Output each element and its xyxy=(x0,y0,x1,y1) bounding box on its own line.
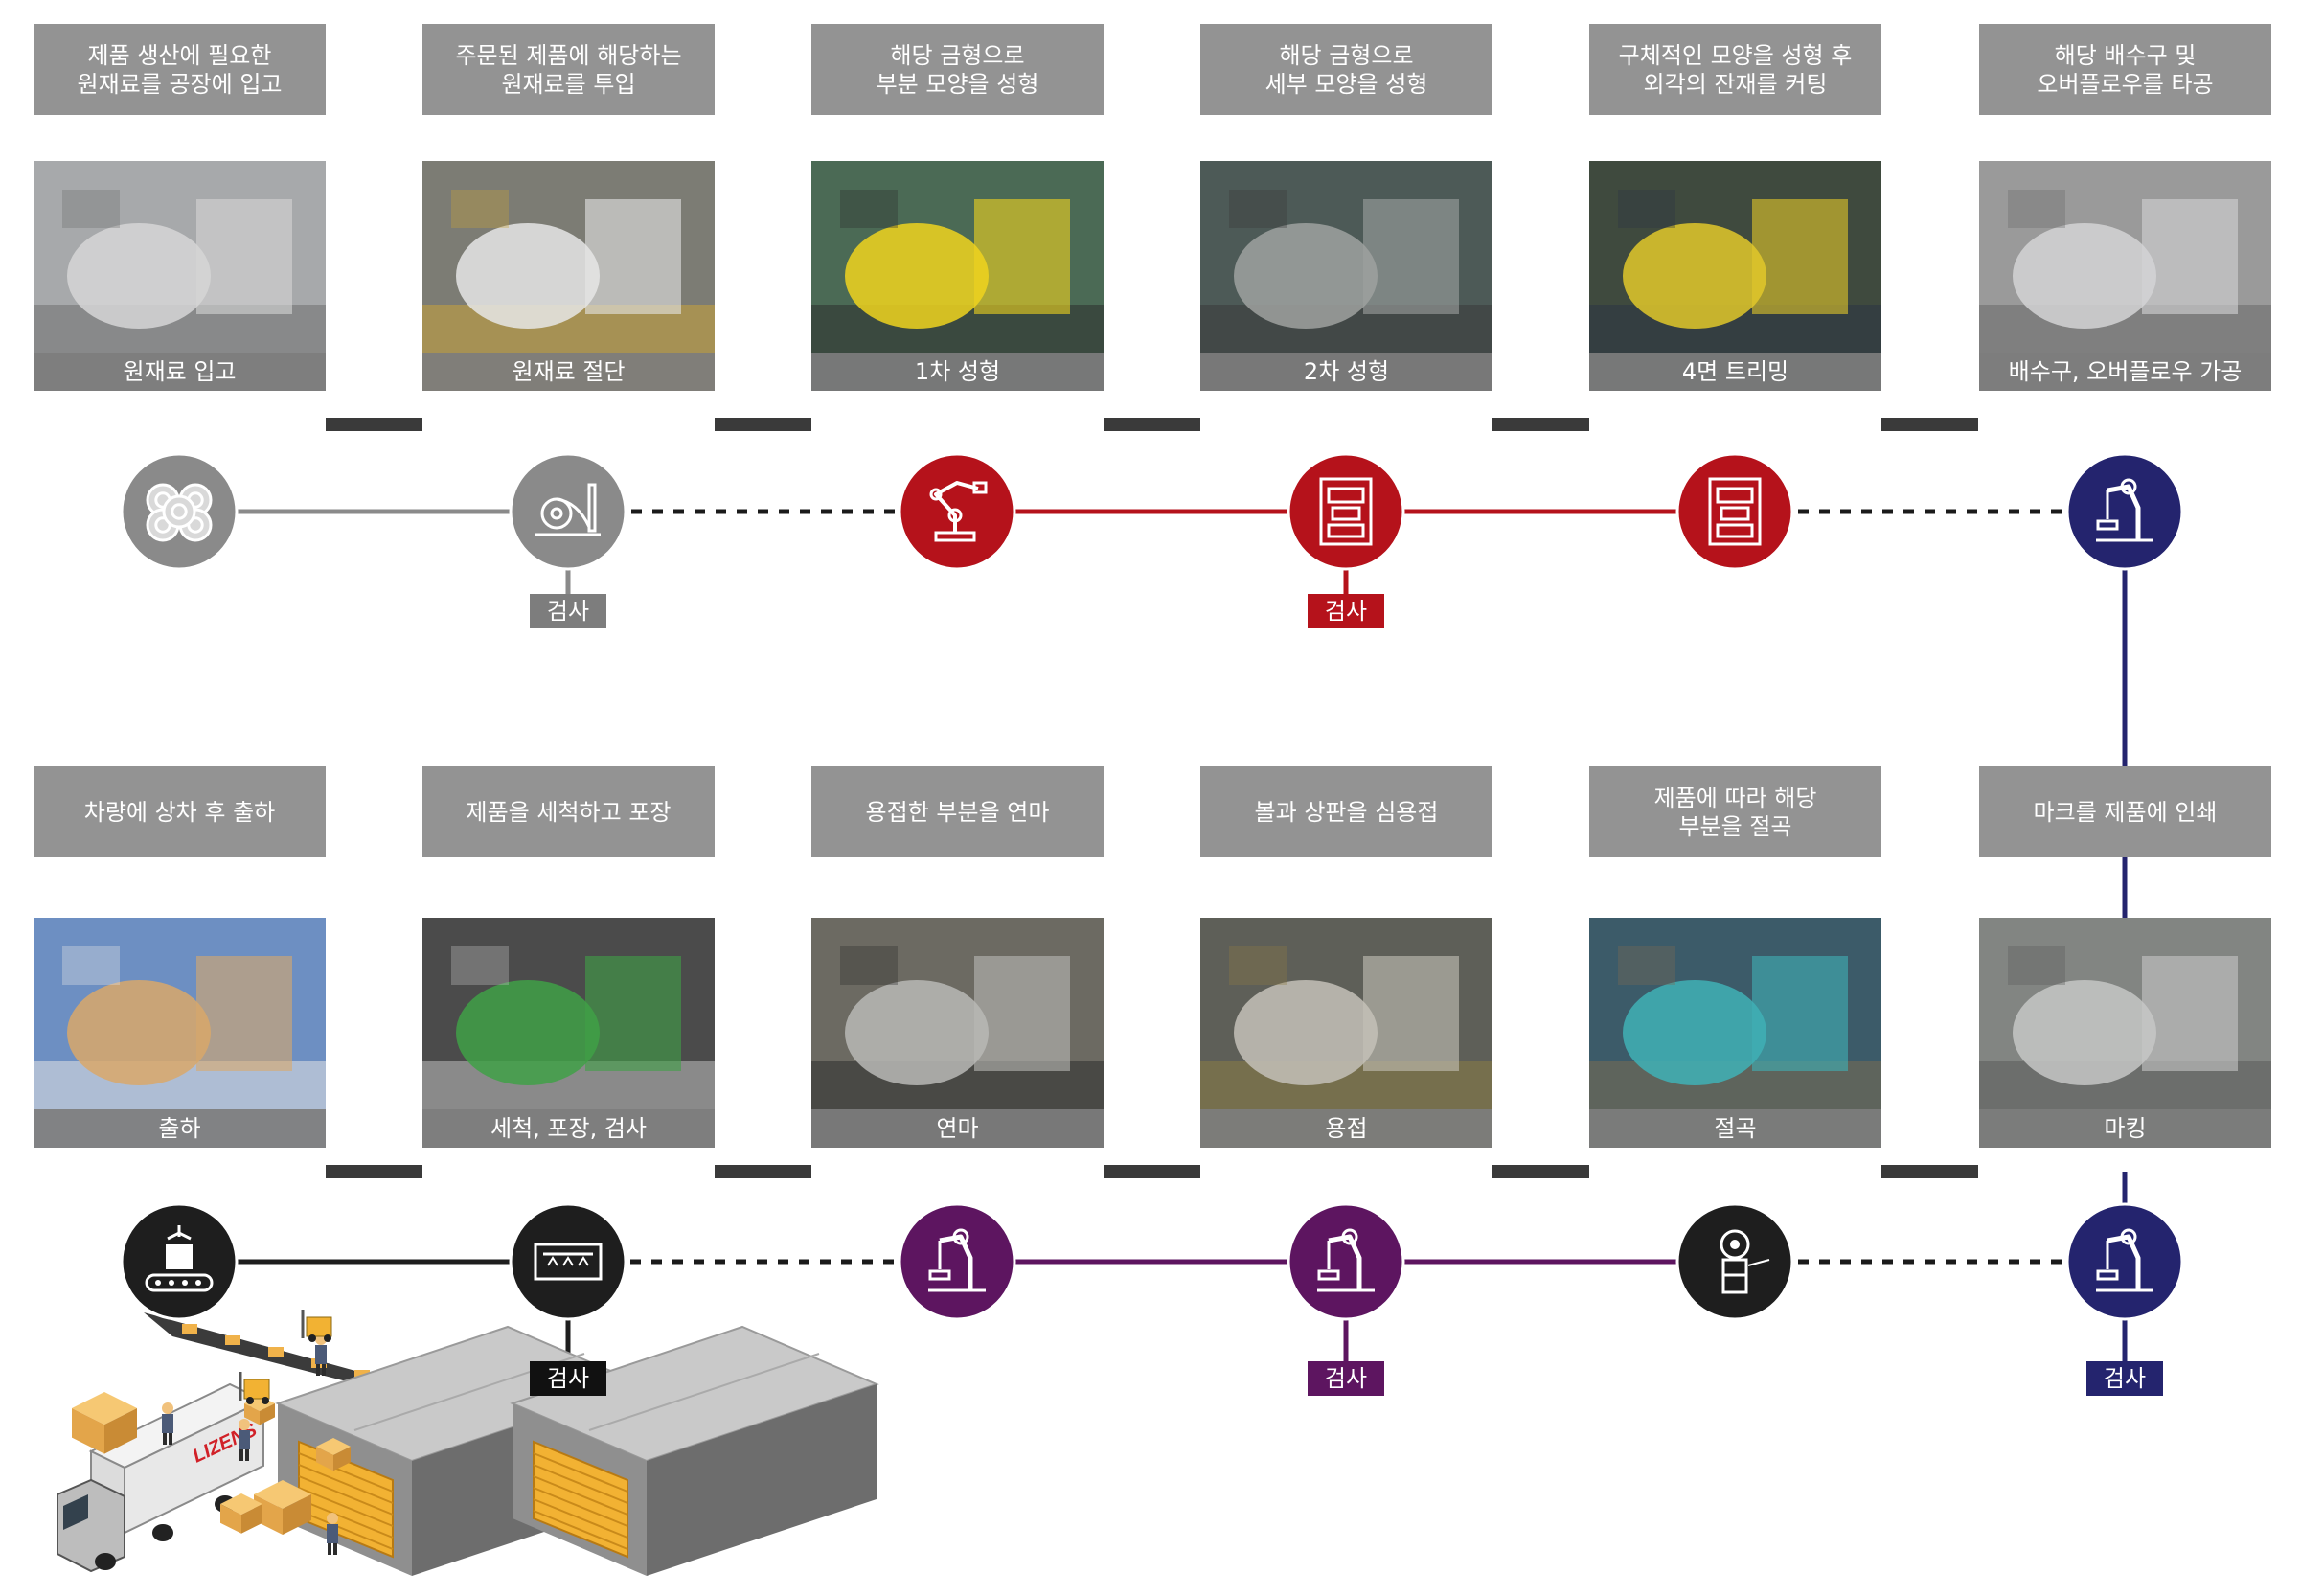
step-description: 차량에 상차 후 출하 xyxy=(34,766,326,857)
step-photo: 원재료 입고 xyxy=(34,161,326,391)
inspection-label: 검사 xyxy=(1308,594,1384,628)
step-caption: 출하 xyxy=(34,1109,326,1148)
step-photo: 출하 xyxy=(34,918,326,1148)
step-photo: 4면 트리밍 xyxy=(1589,161,1881,391)
process-node xyxy=(509,452,627,571)
robot-arm-icon xyxy=(929,481,988,542)
photo-illustration xyxy=(1979,161,2271,391)
step-description: 제품에 따라 해당 부분을 절곡 xyxy=(1589,766,1881,857)
process-node xyxy=(120,1202,239,1321)
photo-connector-band xyxy=(326,1165,422,1178)
step-caption: 용접 xyxy=(1200,1109,1492,1148)
worker-figure xyxy=(327,1513,338,1555)
process-nodes xyxy=(120,452,2184,1321)
step-photo: 2차 성형 xyxy=(1200,161,1492,391)
photo-connector-band xyxy=(1104,418,1200,431)
step-caption: 2차 성형 xyxy=(1200,353,1492,391)
step-description: 용접한 부분을 연마 xyxy=(811,766,1104,857)
step-description: 구체적인 모양을 성형 후 외각의 잔재를 커팅 xyxy=(1589,24,1881,115)
process-node xyxy=(120,452,239,571)
welding-robot-icon xyxy=(1317,1228,1375,1292)
conveyor-box-icon xyxy=(145,1225,214,1292)
bending-machine-icon xyxy=(1720,1229,1770,1294)
process-node xyxy=(1675,452,1794,571)
photo-connector-band xyxy=(1492,418,1589,431)
step-photo: 마킹 xyxy=(1979,918,2271,1148)
step-photo: 용접 xyxy=(1200,918,1492,1148)
step-caption: 원재료 절단 xyxy=(422,353,715,391)
step-photo: 배수구, 오버플로우 가공 xyxy=(1979,161,2271,391)
process-node xyxy=(2065,1202,2184,1321)
photo-connector-band xyxy=(1881,418,1978,431)
step-description: 해당 금형으로 부분 모양을 성형 xyxy=(811,24,1104,115)
delivery-truck: LIZENS xyxy=(57,1382,266,1573)
warehouse-illustration: LIZENS xyxy=(57,1310,879,1576)
polishing-robot-icon xyxy=(928,1228,986,1292)
worker-figure xyxy=(239,1419,250,1461)
step-photo: 연마 xyxy=(811,918,1104,1148)
photo-connector-band xyxy=(326,418,422,431)
photo-connector-band xyxy=(1881,1165,1978,1178)
step-description: 주문된 제품에 해당하는 원재료를 투입 xyxy=(422,24,715,115)
photo-connector-band xyxy=(1492,1165,1589,1178)
step-description: 마크를 제품에 인쇄 xyxy=(1979,766,2271,857)
process-node xyxy=(2065,452,2184,571)
conveyor-box xyxy=(182,1324,197,1334)
step-caption: 4면 트리밍 xyxy=(1589,353,1881,391)
step-photo: 1차 성형 xyxy=(811,161,1104,391)
step-photo: 절곡 xyxy=(1589,918,1881,1148)
step-photo: 세척, 포장, 검사 xyxy=(422,918,715,1148)
inspection-label: 검사 xyxy=(530,1361,606,1396)
step-description: 해당 배수구 및 오버플로우를 타공 xyxy=(1979,24,2271,115)
drill-robot-icon xyxy=(2096,478,2153,542)
process-node xyxy=(1675,1202,1794,1321)
step-caption: 절곡 xyxy=(1589,1109,1881,1148)
process-node xyxy=(1287,452,1405,571)
cargo-boxes xyxy=(72,1392,351,1535)
forklift xyxy=(301,1310,332,1342)
step-caption: 마킹 xyxy=(1979,1109,2271,1148)
flow-lines xyxy=(179,418,2128,1361)
inspection-label: 검사 xyxy=(530,594,606,628)
worker-figure xyxy=(162,1402,173,1445)
photo-connector-band xyxy=(715,418,811,431)
step-caption: 세척, 포장, 검사 xyxy=(422,1109,715,1148)
press-machine-icon xyxy=(1319,477,1373,546)
step-photo: 원재료 절단 xyxy=(422,161,715,391)
step-description: 볼과 상판을 심용접 xyxy=(1200,766,1492,857)
photo-connector-band xyxy=(715,1165,811,1178)
process-node xyxy=(898,452,1016,571)
conveyor-box xyxy=(268,1347,284,1357)
process-node xyxy=(509,1202,627,1321)
step-caption: 배수구, 오버플로우 가공 xyxy=(1979,353,2271,391)
step-description: 제품 생산에 필요한 원재료를 공장에 입고 xyxy=(34,24,326,115)
conveyor-box xyxy=(225,1335,240,1345)
marking-robot-icon xyxy=(2096,1228,2153,1292)
washing-tunnel-icon xyxy=(534,1243,603,1281)
process-node xyxy=(1287,1202,1405,1321)
cutting-machine-icon xyxy=(535,483,601,536)
step-caption: 연마 xyxy=(811,1109,1104,1148)
process-node xyxy=(898,1202,1016,1321)
inspection-label: 검사 xyxy=(2086,1361,2163,1396)
step-caption: 1차 성형 xyxy=(811,353,1104,391)
step-description: 해당 금형으로 세부 모양을 성형 xyxy=(1200,24,1492,115)
warehouse-building xyxy=(510,1325,879,1576)
coil-rolls-icon xyxy=(146,483,213,542)
forklift xyxy=(239,1372,270,1404)
press-machine-icon xyxy=(1708,477,1762,546)
photo-connector-band xyxy=(1104,1165,1200,1178)
step-caption: 원재료 입고 xyxy=(34,353,326,391)
inspection-label: 검사 xyxy=(1308,1361,1384,1396)
step-description: 제품을 세척하고 포장 xyxy=(422,766,715,857)
